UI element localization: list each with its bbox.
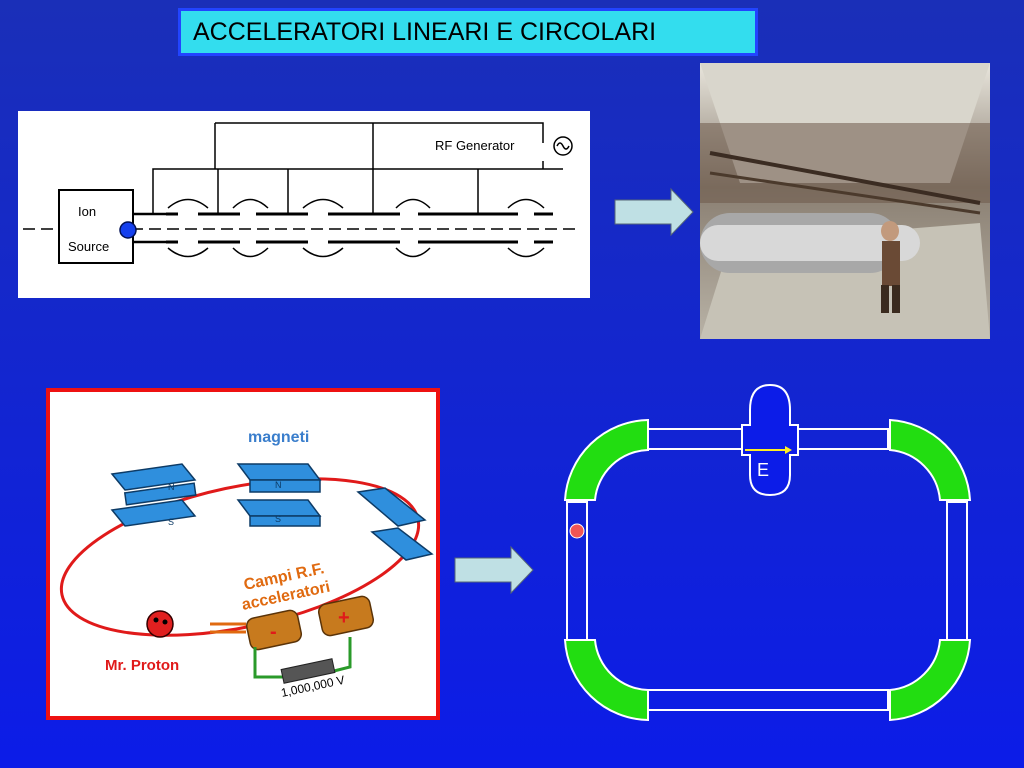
rf-cavity-plus: +	[317, 595, 375, 637]
ion-particle	[119, 221, 137, 239]
rf-cavity-minus: -	[245, 609, 303, 651]
svg-text:N: N	[168, 482, 175, 492]
bending-magnet-bottom-left	[563, 639, 649, 722]
rf-cavity	[741, 383, 799, 497]
bending-magnet-bottom-right	[889, 639, 972, 722]
proton-label: Mr. Proton	[105, 657, 179, 674]
dipole-magnet-1: N S	[110, 463, 197, 527]
linear-accelerator-diagram: Ion Source	[18, 111, 590, 298]
right-arrow-icon	[454, 545, 534, 595]
svg-text:S: S	[168, 517, 174, 527]
ion-source-label-line2: Source	[68, 239, 109, 254]
synchrotron-cartoon: magneti N S N S Campi R.F. acceleratori	[46, 388, 440, 720]
rf-generator-label: RF Generator	[435, 138, 515, 153]
linac-schematic: Ion Source	[23, 122, 578, 264]
particle-dot	[569, 523, 585, 539]
accelerator-tunnel-photo	[700, 63, 990, 339]
ion-source-label-line1: Ion	[78, 204, 96, 219]
right-arrow-icon	[614, 187, 694, 237]
field-label: E	[757, 460, 769, 480]
slide-title: ACCELERATORI LINEARI E CIRCOLARI	[178, 8, 758, 56]
synchrotron-ring-diagram: E	[540, 380, 1020, 730]
proton-character-icon	[146, 610, 174, 638]
svg-text:S: S	[275, 514, 281, 524]
svg-text:+: +	[338, 607, 350, 629]
bending-magnet-top-right	[889, 418, 972, 501]
dipole-magnet-2: N S	[236, 463, 322, 527]
rf-field-arcs	[167, 198, 545, 258]
dipole-magnet-3	[356, 487, 434, 561]
svg-text:N: N	[275, 480, 282, 490]
bending-magnets	[563, 418, 972, 722]
battery-icon	[280, 658, 336, 684]
magnets-label: magneti	[248, 429, 309, 446]
svg-text:-: -	[270, 621, 277, 643]
bending-magnet-top-left	[563, 418, 649, 501]
rf-feed-lines	[152, 122, 563, 214]
